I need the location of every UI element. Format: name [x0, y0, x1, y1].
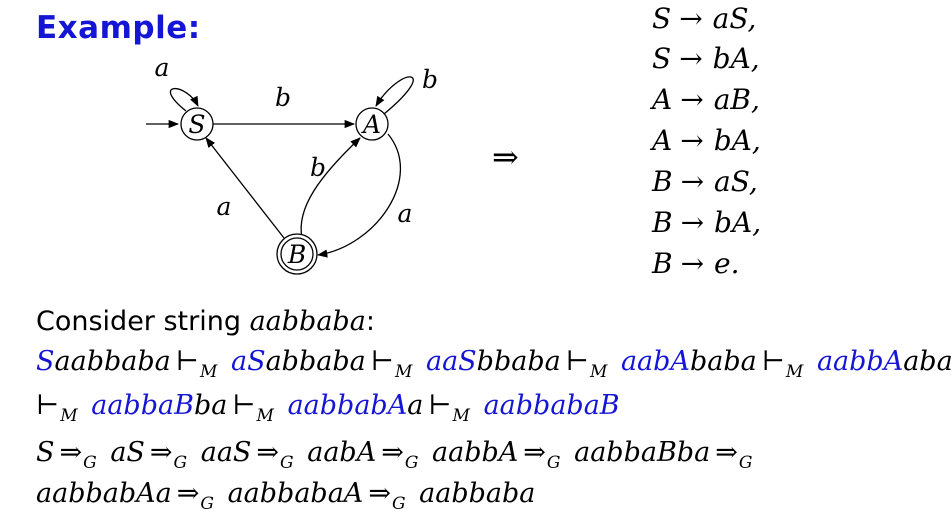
- yields-symbol: ⊢M: [428, 390, 470, 426]
- rule: S→aS,: [652, 2, 757, 35]
- config-state-part: aabbabA: [287, 390, 408, 421]
- state-A-label: A: [361, 110, 381, 139]
- config-state-part: aabA: [620, 346, 690, 377]
- label-S-S: a: [155, 53, 170, 82]
- implies-arrow: ⇒: [492, 138, 519, 176]
- yields-symbol: ⊢M: [370, 346, 413, 382]
- transition-B-A: [300, 137, 361, 239]
- sentential-form: aS: [110, 437, 145, 468]
- derivation-line-2: aabbabAa⇒G aabbabaA⇒G aabbaba: [36, 478, 535, 514]
- state-B-label: B: [287, 240, 306, 269]
- state-B: [280, 237, 314, 271]
- derivation-line-1: S⇒G aS⇒G aaS⇒G aabA⇒G aabbA⇒G aabbaBba⇒G: [36, 437, 757, 473]
- derives-symbol: ⇒G: [523, 437, 561, 473]
- config-state-part: aS: [230, 346, 266, 377]
- transition-S-S: [170, 87, 199, 112]
- config-state-part: aabbA: [816, 346, 904, 377]
- rule: B→aS,: [652, 165, 758, 198]
- rule: A→aB,: [652, 83, 760, 116]
- sentential-form: aaS: [200, 437, 252, 468]
- yields-symbol: ⊢M: [175, 346, 218, 382]
- derives-symbol: ⇒G: [59, 437, 97, 473]
- label-B-A: b: [310, 153, 326, 182]
- config-state-part: S: [36, 346, 55, 377]
- config-state-part: aaS: [425, 346, 477, 377]
- config-rest: abbaba: [265, 346, 366, 377]
- derives-symbol: ⇒G: [176, 478, 214, 514]
- rule: B→e.: [652, 247, 740, 280]
- yields-symbol: ⊢M: [36, 390, 78, 426]
- config-state-part: aabbabaB: [483, 390, 620, 421]
- sentential-form: aabbaba: [419, 478, 536, 509]
- computation-line-1: Saabbaba⊢M aSabbaba⊢M aaSbbaba⊢M aabAbab…: [36, 346, 952, 382]
- yields-symbol: ⊢M: [565, 346, 608, 382]
- rule: S→bA,: [652, 42, 760, 75]
- derives-symbol: ⇒G: [256, 437, 294, 473]
- config-rest: a: [407, 390, 424, 421]
- rule: A→bA,: [652, 124, 761, 157]
- transition-A-B: [316, 133, 401, 258]
- derives-symbol: ⇒G: [715, 437, 753, 473]
- label-S-A: b: [275, 83, 291, 112]
- sentential-form: aabbaBba: [574, 437, 711, 468]
- config-rest: ba: [193, 390, 228, 421]
- transition-A-A: [375, 76, 414, 115]
- state-S: [180, 107, 214, 141]
- consider-line: Consider string aabbaba:: [36, 306, 375, 337]
- config-state-part: aabbaB: [91, 390, 194, 421]
- computation-line-2: ⊢M aabbaBba⊢M aabbabAa⊢M aabbabaB: [36, 390, 620, 426]
- slide-title: Example:: [36, 10, 201, 46]
- state-A: [355, 107, 389, 141]
- label-A-B: a: [398, 199, 413, 228]
- sentential-form: aabbabAa: [36, 478, 172, 509]
- state-S-label: S: [188, 110, 205, 139]
- sentential-form: aabA: [307, 437, 377, 468]
- sentential-form: S: [36, 437, 55, 468]
- rule: B→bA,: [652, 206, 762, 239]
- config-rest: bbaba: [476, 346, 561, 377]
- config-rest: aabbaba: [54, 346, 171, 377]
- config-rest: baba: [689, 346, 757, 377]
- yields-symbol: ⊢M: [761, 346, 804, 382]
- derives-symbol: ⇒G: [149, 437, 188, 473]
- sentential-form: aabbabaA: [227, 478, 364, 509]
- derives-symbol: ⇒G: [368, 478, 406, 514]
- label-B-S: a: [217, 192, 232, 221]
- transition-B-S: [205, 137, 285, 239]
- yields-symbol: ⊢M: [232, 390, 274, 426]
- config-rest: aba: [903, 346, 952, 377]
- derives-symbol: ⇒G: [381, 437, 419, 473]
- sentential-form: aabbA: [432, 437, 519, 468]
- label-A-A: b: [422, 65, 438, 94]
- automaton-diagram: S A B a b b a b a: [146, 53, 438, 275]
